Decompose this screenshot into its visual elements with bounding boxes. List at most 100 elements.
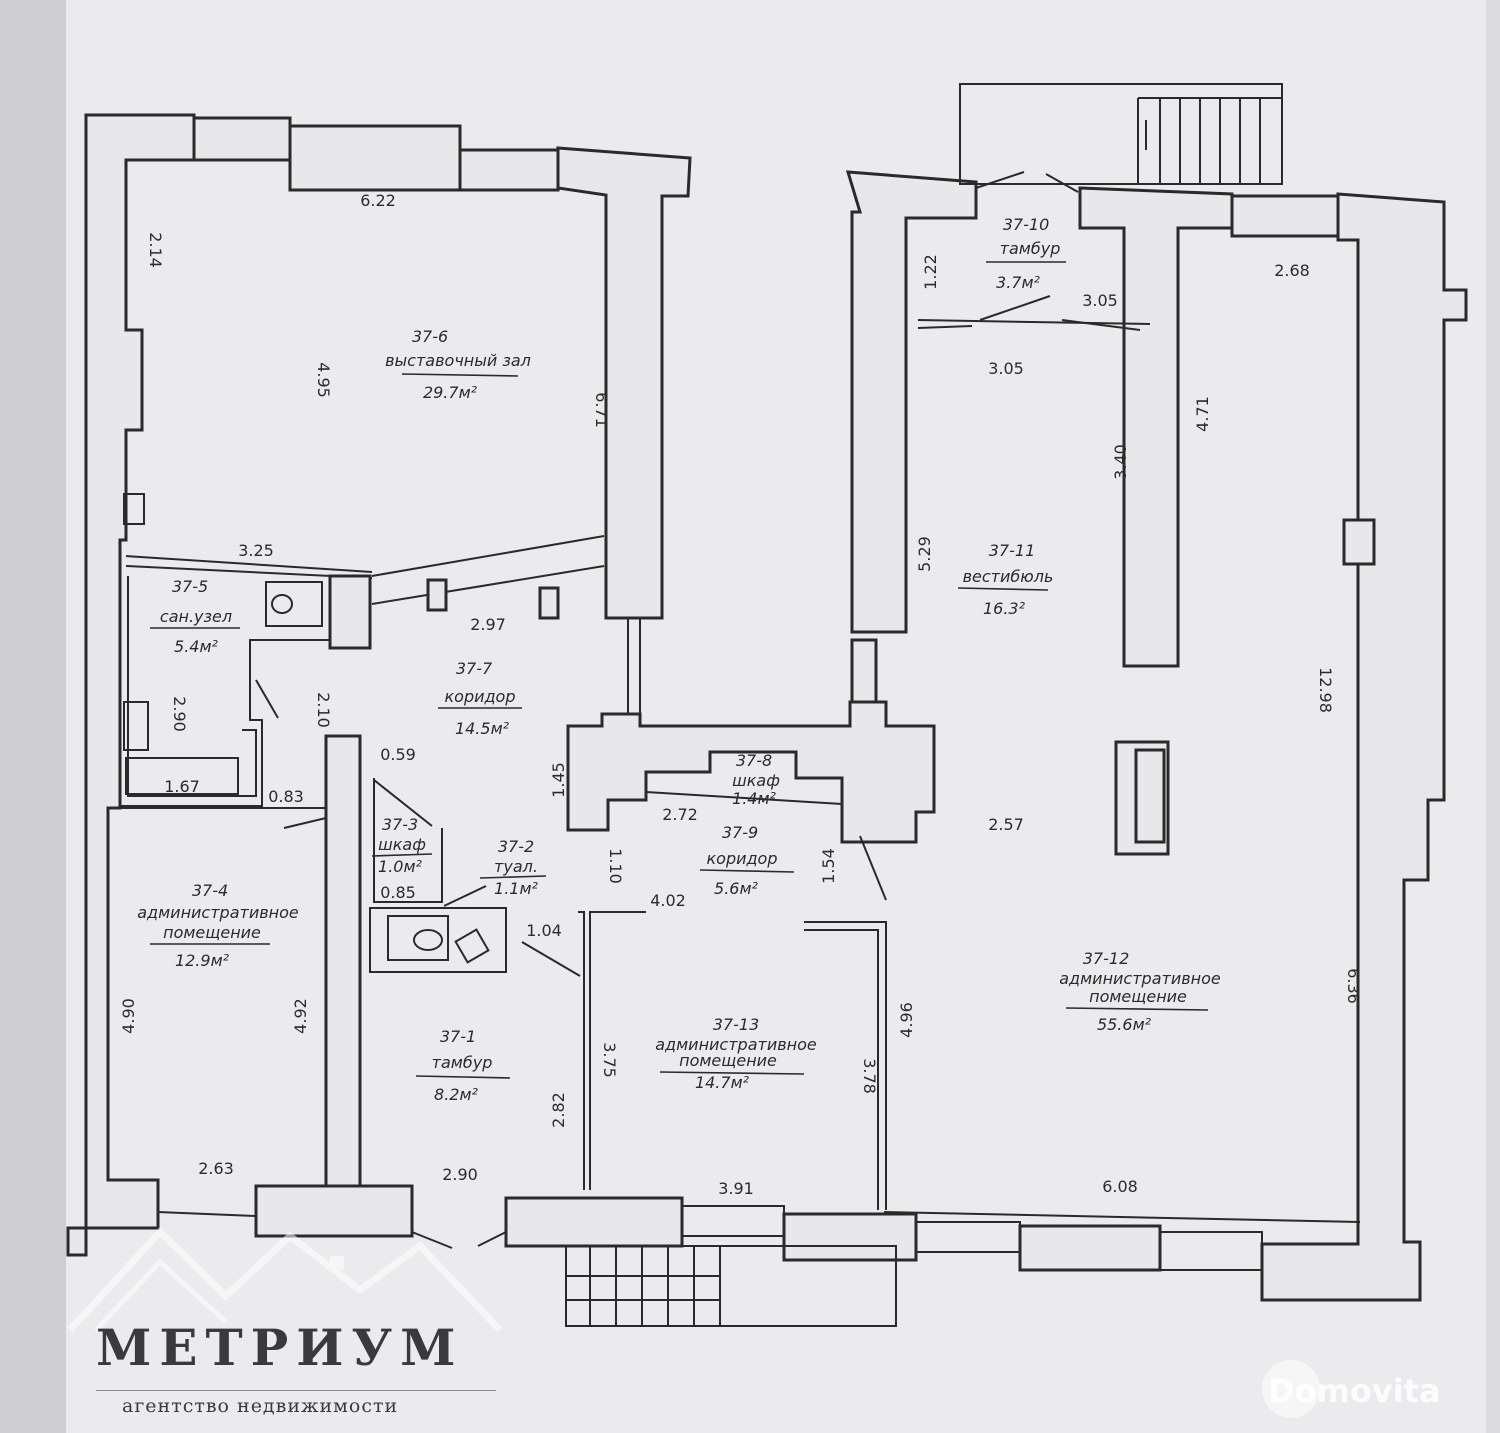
room-37-2-label: 37-2 туал. 1.1м²	[479, 837, 547, 898]
room-name: вестибюль	[963, 567, 1054, 586]
room-name: туал.	[494, 857, 538, 876]
dimension: 4.96	[897, 1002, 916, 1038]
dimension: 2.57	[988, 815, 1024, 834]
room-37-10-label: 37-10 тамбур 3.7м²	[986, 215, 1066, 292]
dimension: 0.83	[268, 787, 304, 806]
room-code: 37-8	[736, 751, 772, 770]
room-name-line1: административное	[655, 1035, 817, 1054]
room-area: 29.7м²	[423, 383, 478, 402]
left-partitions	[108, 493, 887, 1210]
room-37-5-label: 37-5 сан.узел 5.4м²	[150, 577, 240, 656]
room-area: 1.1м²	[494, 879, 539, 898]
watermark-text: Domovita	[1268, 1372, 1441, 1410]
brand-divider	[96, 1390, 496, 1391]
room-37-8-label: 37-8 шкаф 1.4м²	[732, 751, 780, 808]
room-code: 37-6	[412, 327, 448, 346]
room-name: коридор	[706, 849, 777, 868]
dimension: 1.45	[549, 762, 568, 798]
room-area: 1.0м²	[378, 857, 423, 876]
dimension: 3.05	[988, 359, 1024, 378]
room-name: сан.узел	[160, 607, 232, 626]
room-37-1-label: 37-1 тамбур 8.2м²	[415, 1027, 511, 1104]
dimension-labels: 6.22 2.14 4.95 6.71 3.25 2.97 2.90 2.10 …	[119, 191, 1363, 1198]
dimension: 2.63	[198, 1159, 234, 1178]
room-code: 37-2	[498, 837, 534, 856]
dimension: 3.75	[600, 1042, 619, 1078]
room-code: 37-12	[1083, 949, 1130, 968]
room-name-line2: помещение	[679, 1051, 777, 1070]
dimension: 6.71	[592, 392, 611, 428]
room-37-6-label: 37-6 выставочный зал 29.7м²	[385, 327, 531, 402]
room-area: 5.4м²	[174, 637, 219, 656]
room-area: 55.6м²	[1097, 1015, 1152, 1034]
room-name-line2: помещение	[163, 923, 261, 942]
room-37-9-label: 37-9 коридор 5.6м²	[699, 823, 795, 898]
top-steps	[1137, 97, 1282, 184]
dimension: 2.68	[1274, 261, 1310, 280]
left-block-walls	[66, 113, 692, 1257]
bottom-facade	[157, 1196, 1361, 1327]
dimension: 2.90	[442, 1165, 478, 1184]
room-code: 37-13	[713, 1015, 760, 1034]
room-code: 37-3	[382, 815, 418, 834]
room-name: тамбур	[432, 1053, 493, 1072]
dimension: 3.05	[1082, 291, 1118, 310]
room-name: тамбур	[1000, 239, 1061, 258]
room-name-line1: административное	[1059, 969, 1221, 988]
dimension: 2.97	[470, 615, 506, 634]
dimension: 0.59	[380, 745, 416, 764]
dimension: 4.90	[119, 998, 138, 1034]
room-name-line2: помещение	[1089, 987, 1187, 1006]
dimension: 4.92	[291, 998, 310, 1034]
room-37-11-label: 37-11 вестибюль 16.3²	[957, 541, 1054, 618]
room-code: 37-7	[456, 659, 493, 678]
room-area: 1.4м²	[732, 789, 777, 808]
room-code: 37-11	[989, 541, 1036, 560]
room-name: выставочный зал	[385, 351, 531, 370]
dimension: 3.25	[238, 541, 274, 560]
dimension: 0.85	[380, 883, 416, 902]
brand-logo-mark	[67, 1226, 503, 1333]
paper-edge	[0, 0, 66, 1433]
dimension: 6.36	[1344, 968, 1363, 1004]
brand-block: МЕТРИУМ агентство недвижимости	[96, 1318, 516, 1417]
room-code: 37-4	[192, 881, 228, 900]
dimension: 12.98	[1316, 667, 1335, 713]
room-area: 3.7м²	[996, 273, 1041, 292]
dimension: 3.40	[1111, 444, 1130, 480]
room-area: 12.9м²	[175, 951, 230, 970]
room-area: 14.7м²	[695, 1073, 750, 1092]
room-code: 37-1	[440, 1027, 476, 1046]
room-37-3-label: 37-3 шкаф 1.0м²	[371, 815, 433, 876]
brand-name: МЕТРИУМ	[96, 1318, 464, 1377]
dimension: 1.54	[819, 848, 838, 884]
room-code: 37-9	[722, 823, 758, 842]
dimension: 6.22	[360, 191, 396, 210]
dimension: 3.78	[860, 1058, 879, 1094]
dimension: 1.10	[606, 848, 625, 884]
central-walls	[566, 700, 936, 901]
room-area: 14.5м²	[455, 719, 510, 738]
dimension: 2.82	[549, 1092, 568, 1128]
room-37-4-label: 37-4 административное помещение 12.9м²	[137, 881, 299, 970]
room-37-13-label: 37-13 административное помещение 14.7м²	[655, 1015, 817, 1092]
watermark-logo-icon	[1262, 1360, 1320, 1418]
room-37-7-label: 37-7 коридор 14.5м²	[438, 659, 522, 738]
room-name: коридор	[444, 687, 515, 706]
bottom-steps	[566, 1246, 721, 1326]
dimension: 6.08	[1102, 1177, 1138, 1196]
room-name-line1: административное	[137, 903, 299, 922]
room-area: 8.2м²	[434, 1085, 479, 1104]
dimension: 2.90	[170, 696, 189, 732]
dimension: 1.67	[164, 777, 200, 796]
dimension: 1.22	[921, 254, 940, 290]
dimension: 1.04	[526, 921, 562, 940]
dimension: 4.71	[1193, 396, 1212, 432]
room-name: шкаф	[378, 835, 426, 854]
dimension: 4.95	[314, 362, 333, 398]
dimension: 3.91	[718, 1179, 754, 1198]
room-area: 16.3²	[983, 599, 1026, 618]
room-name: шкаф	[732, 771, 780, 790]
